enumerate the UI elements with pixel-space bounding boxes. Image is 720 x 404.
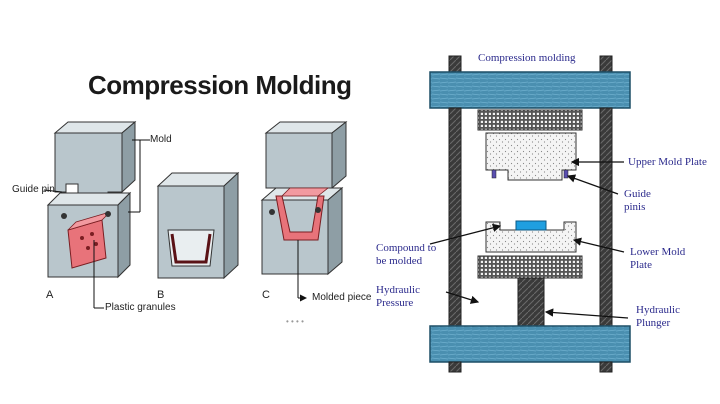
left-title: Compression Molding [88, 70, 352, 100]
guide-pins-label: Guide pinis [624, 188, 651, 213]
guide-pin-label: Guide pin [12, 184, 55, 195]
right-title: Compression molding [478, 52, 576, 64]
hydraulic-plunger-label: Hydraulic Plunger [636, 304, 680, 329]
mold-step-b [156, 171, 240, 280]
mold-label: Mold [150, 134, 172, 145]
step-a-label: A [46, 289, 54, 301]
plastic-granules-label: Plastic granules [105, 302, 176, 313]
top-beam [429, 71, 631, 109]
lower-mold-plate-label: Lower Mold Plate [630, 246, 686, 271]
step-c-label: C [262, 289, 270, 301]
upper-mold-plate-label: Upper Mold Plate [628, 156, 707, 168]
compound-block [515, 220, 547, 231]
step-b-label: B [157, 289, 164, 301]
right-column [599, 107, 613, 327]
base-beam [429, 325, 631, 363]
mold-step-a [46, 120, 137, 279]
molded-piece-label: Molded piece [312, 292, 372, 303]
hydraulic-press [429, 55, 631, 373]
mold-step-c [260, 120, 348, 276]
hydraulic-pressure-label: Hydraulic Pressure [376, 284, 420, 309]
plunger [517, 277, 545, 327]
compound-label: Compound to be molded [376, 242, 437, 267]
svg-text:• • • •: • • • • [286, 317, 304, 326]
